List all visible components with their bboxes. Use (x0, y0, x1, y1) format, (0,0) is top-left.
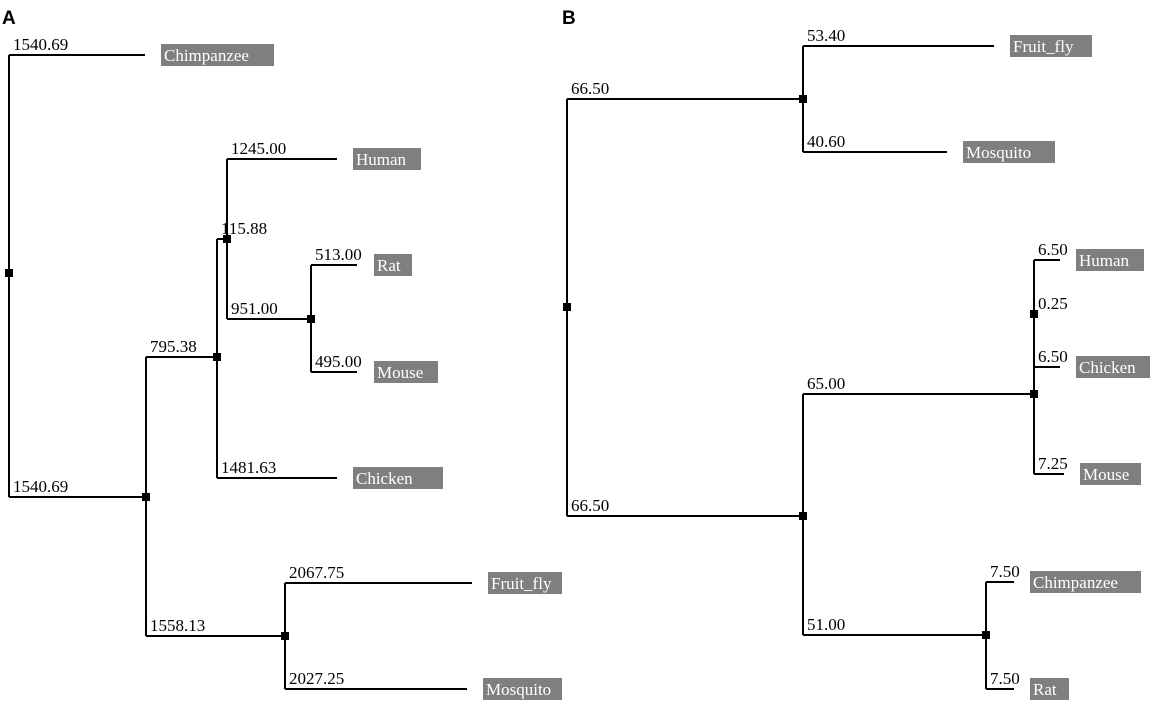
leaf-label-box (1076, 356, 1150, 378)
internal-node-marker (1030, 390, 1038, 398)
internal-node-marker (307, 315, 315, 323)
branch-length-label: 1245.00 (231, 139, 286, 158)
branch-length-label: 1558.13 (150, 616, 205, 635)
branch-length-label: 53.40 (807, 26, 845, 45)
branch-length-label: 2067.75 (289, 563, 344, 582)
internal-node-marker (563, 303, 571, 311)
leaf-label-box (1030, 571, 1141, 593)
branch-length-label: 7.25 (1038, 454, 1068, 473)
leaf-taxon-label: Fruit_fly (1013, 37, 1074, 56)
internal-node-marker (281, 632, 289, 640)
leaf-label-box (353, 467, 443, 489)
leaf-label-box (1030, 678, 1069, 700)
leaf-label-box (1076, 249, 1144, 271)
branch-length-label: 1481.63 (221, 458, 276, 477)
branch-length-label: 795.38 (150, 337, 197, 356)
branch-length-label: 0.25 (1038, 294, 1068, 313)
internal-node-marker (223, 235, 231, 243)
internal-node-marker (5, 269, 13, 277)
branch-length-label: 7.50 (990, 669, 1020, 688)
internal-node-marker (1030, 310, 1038, 318)
branch-length-label: 2027.25 (289, 669, 344, 688)
leaf-taxon-label: Human (356, 150, 407, 169)
panel-a-tree: A 1540.69Chimpanzee1540.69795.38115.8812… (2, 8, 562, 700)
internal-node-marker (142, 493, 150, 501)
branch-length-label: 40.60 (807, 132, 845, 151)
branch-length-label: 6.50 (1038, 240, 1068, 259)
branch-length-label: 7.50 (990, 562, 1020, 581)
internal-node-marker (799, 95, 807, 103)
leaf-label-box (353, 148, 421, 170)
branch-length-label: 65.00 (807, 374, 845, 393)
branch-length-label: 66.50 (571, 496, 609, 515)
panel-b-letter: B (562, 8, 576, 29)
branch-length-label: 513.00 (315, 245, 362, 264)
leaf-label-box (374, 361, 438, 383)
branch-length-label: 115.88 (221, 219, 267, 238)
leaf-taxon-label: Mouse (377, 363, 423, 382)
leaf-label-box (374, 254, 412, 276)
leaf-taxon-label: Chimpanzee (1033, 573, 1118, 592)
leaf-taxon-label: Rat (377, 256, 401, 275)
leaf-taxon-label: Chicken (1079, 358, 1136, 377)
internal-node-marker (799, 512, 807, 520)
leaf-label-box (1080, 463, 1141, 485)
branch-length-label: 51.00 (807, 615, 845, 634)
branch-length-label: 495.00 (315, 352, 362, 371)
leaf-taxon-label: Fruit_fly (491, 574, 552, 593)
leaf-label-box (963, 141, 1055, 163)
internal-node-marker (982, 631, 990, 639)
branch-length-label: 66.50 (571, 79, 609, 98)
leaf-taxon-label: Rat (1033, 680, 1057, 699)
leaf-label-box (488, 572, 562, 594)
branch-length-label: 6.50 (1038, 347, 1068, 366)
leaf-taxon-label: Mosquito (486, 680, 551, 699)
panel-a-letter: A (2, 8, 16, 29)
leaf-taxon-label: Mouse (1083, 465, 1129, 484)
leaf-taxon-label: Mosquito (966, 143, 1031, 162)
leaf-label-box (483, 678, 562, 700)
leaf-taxon-label: Chimpanzee (164, 46, 249, 65)
internal-node-marker (213, 353, 221, 361)
branch-length-label: 1540.69 (13, 35, 68, 54)
leaf-taxon-label: Chicken (356, 469, 413, 488)
branch-length-label: 951.00 (231, 299, 278, 318)
leaf-taxon-label: Human (1079, 251, 1130, 270)
branch-length-label: 1540.69 (13, 477, 68, 496)
leaf-label-box (1010, 35, 1092, 57)
leaf-label-box (161, 44, 274, 66)
